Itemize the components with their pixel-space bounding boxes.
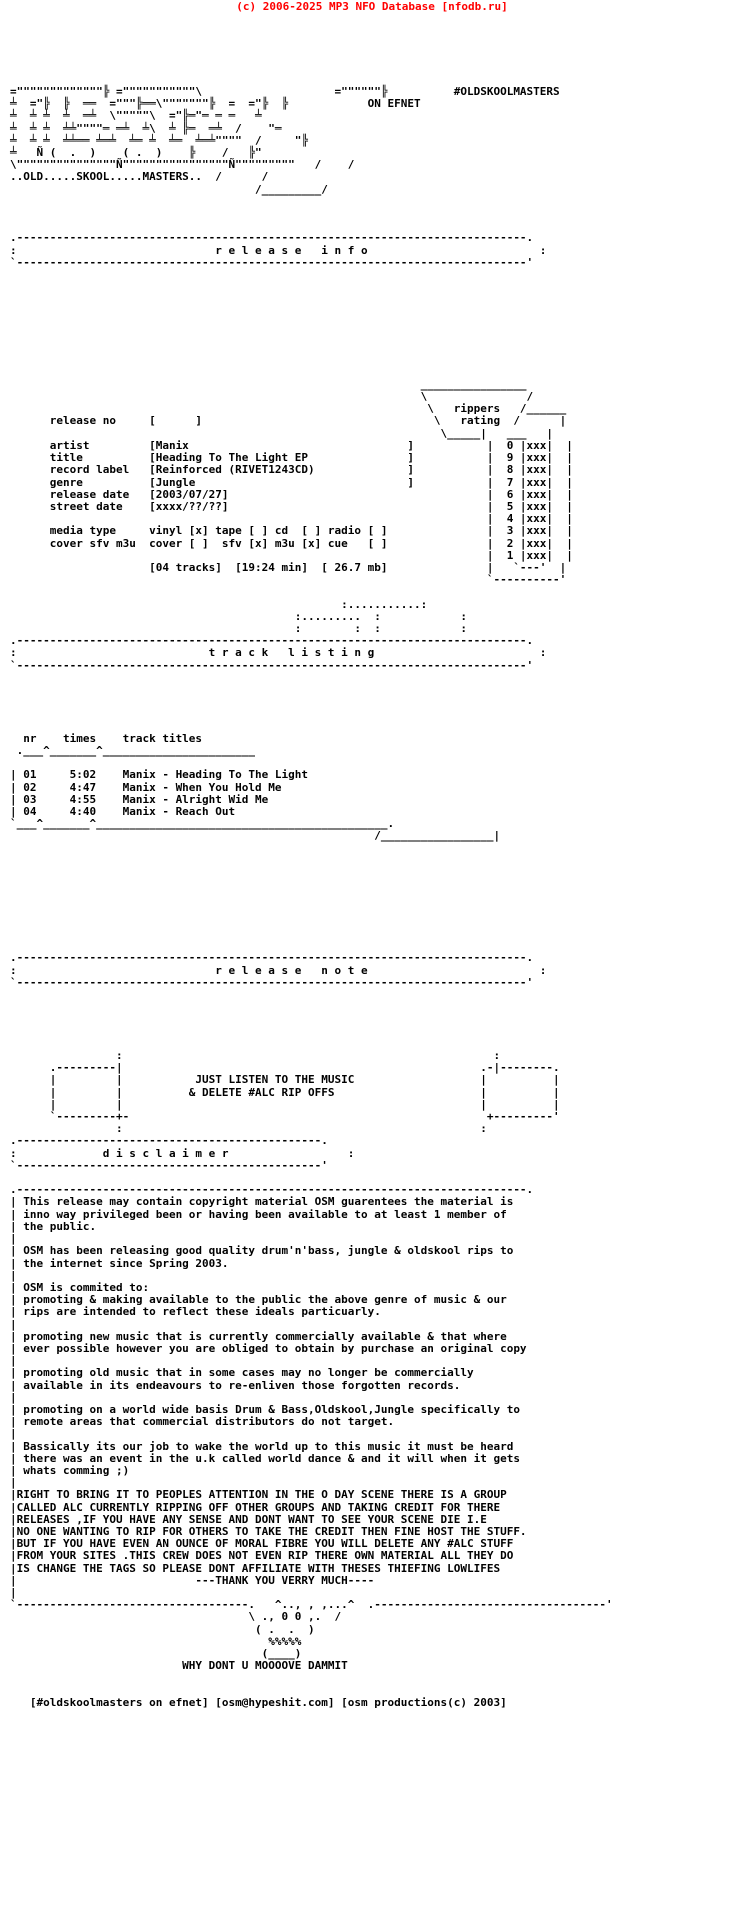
site-header: (c) 2006-2025 MP3 NFO Database [nfodb.ru… bbox=[236, 0, 508, 13]
nfo-text: ="""""""""""""╠ ="""""""""""\ =""""""╠ #… bbox=[10, 85, 613, 1709]
